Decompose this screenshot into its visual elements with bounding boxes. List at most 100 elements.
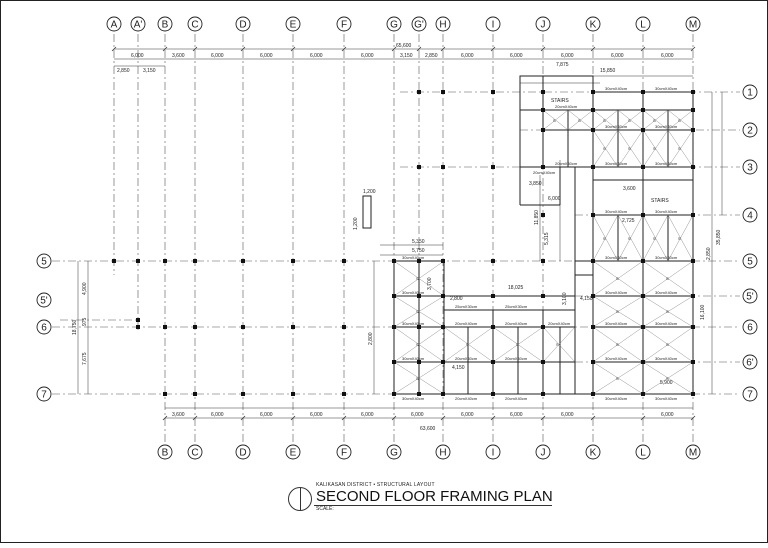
grid-bubble-label: F — [341, 20, 347, 31]
grid-bubble-label: E — [290, 448, 297, 459]
dim-bottom-span-5: 6,000 — [361, 412, 374, 418]
slab-label: S — [628, 118, 631, 123]
grid-bubble-label: 5 — [747, 257, 753, 268]
grid-bubble-label: F — [341, 448, 347, 459]
column-marker — [541, 325, 545, 329]
slab-label: S — [553, 118, 556, 123]
slab-label: S — [628, 146, 631, 151]
beam-label: 30cmX40cm — [655, 356, 678, 361]
column-marker — [417, 165, 421, 169]
grid-bubble-label: I — [492, 20, 495, 31]
grid-bubble-label: A' — [134, 20, 143, 31]
beam-label: 30cmX40cm — [655, 124, 678, 129]
dim-bottom-span-7: 6,000 — [461, 412, 474, 418]
column-marker — [691, 108, 695, 112]
grid-bubble-top-E: E — [285, 16, 301, 32]
dim-top-span-11: 6,000 — [561, 53, 574, 59]
stairs-label-1: STAIRS — [551, 98, 569, 104]
column-marker — [441, 325, 445, 329]
beam-label: 30cmX40cm — [402, 255, 425, 260]
dim-misc-3100: 3,100 — [562, 292, 568, 305]
dim-top-span-7: 3,150 — [400, 53, 413, 59]
grid-bubble-top-I: I — [485, 16, 501, 32]
dim-top-span-2: 3,600 — [172, 53, 185, 59]
grid-bubble-bottom-L: L — [635, 444, 651, 460]
beam-label: 20cmX40cm — [533, 170, 556, 175]
column-marker — [441, 90, 445, 94]
column-marker — [417, 392, 421, 396]
slab-label: S — [416, 309, 419, 314]
grid-bubble-bottom-E: E — [285, 444, 301, 460]
column-marker — [441, 294, 445, 298]
column-marker — [591, 392, 595, 396]
dim-misc-11850: 11,850 — [534, 210, 540, 225]
grid-bubble-label: B — [162, 20, 169, 31]
column-marker — [541, 213, 545, 217]
slab-label: S — [666, 342, 669, 347]
dim-misc-2800: 2,800 — [450, 296, 463, 302]
member-labels: STAIRS STAIRS 30cmX40cm 30cmX40cm 20cmX4… — [402, 86, 681, 401]
slab-label: S — [556, 342, 559, 347]
column-marker — [541, 360, 545, 364]
title-block: KALIKASAN DISTRICT • STRUCTURAL LAYOUT S… — [288, 480, 568, 520]
grid-bubble-label: L — [640, 20, 646, 31]
grid-bubble-label: 6' — [746, 358, 754, 369]
column-marker — [291, 259, 295, 263]
beam-label: 20cmX40cm — [505, 321, 528, 326]
beam-label: 30cmX40cm — [605, 209, 628, 214]
column-marker — [392, 325, 396, 329]
grid-bubble-top-K: K — [585, 16, 601, 32]
slab-label: S — [603, 118, 606, 123]
grid-bubble-right-6': 6' — [742, 354, 758, 370]
dim-misc-18025: 18,025 — [508, 285, 524, 291]
beam-label: 30cmX40cm — [605, 255, 628, 260]
dim-misc-3600: 3,600 — [623, 186, 636, 192]
column-marker — [241, 259, 245, 263]
dim-misc-2850: 2,850 — [706, 247, 712, 260]
beam-label: 30cmX40cm — [655, 396, 678, 401]
grid-bubble-label: D — [239, 448, 246, 459]
dim-top-span-5: 6,000 — [310, 53, 323, 59]
dim-bottom-span-8: 6,000 — [510, 412, 523, 418]
column-marker — [691, 213, 695, 217]
grid-bubble-bottom-K: K — [585, 444, 601, 460]
column-marker — [491, 90, 495, 94]
beam-label: 20cmX40cm — [455, 396, 478, 401]
grid-bubble-top-G': G' — [411, 16, 427, 32]
grid-bubble-label: 4 — [747, 211, 753, 222]
slab-label: S — [616, 309, 619, 314]
column-marker — [441, 165, 445, 169]
grid-bubble-label: 5' — [746, 292, 754, 303]
grid-bubble-label: 5' — [40, 296, 48, 307]
grid-bubble-right-5': 5' — [742, 288, 758, 304]
grid-bubble-label: M — [689, 20, 697, 31]
grid-bubble-label: C — [191, 448, 198, 459]
slab-label: S — [578, 118, 581, 123]
column-marker — [392, 360, 396, 364]
beam-label: 20cmX40cm — [505, 356, 528, 361]
beam-label: 30cmX40cm — [655, 161, 678, 166]
district-label: KALIKASAN DISTRICT • STRUCTURAL LAYOUT — [316, 482, 435, 488]
column-marker — [541, 90, 545, 94]
column-marker — [591, 213, 595, 217]
column-marker — [591, 90, 595, 94]
dim-top-span-13: 6,000 — [661, 53, 674, 59]
grid-bubble-left-5: 5 — [36, 253, 52, 269]
column-marker — [441, 259, 445, 263]
beam-label: 30cmX40cm — [402, 321, 425, 326]
column-marker — [691, 165, 695, 169]
column-marker — [342, 392, 346, 396]
grid-bubble-right-3: 3 — [742, 159, 758, 175]
grid-bubble-top-C: C — [187, 16, 203, 32]
column-marker — [641, 360, 645, 364]
grid-bubble-bottom-F: F — [336, 444, 352, 460]
grid-bubble-label: K — [590, 448, 597, 459]
slab-label: S — [666, 276, 669, 281]
grid-lines — [52, 34, 740, 443]
column-marker — [392, 294, 396, 298]
dim-bottom-span-6: 6,000 — [411, 412, 424, 418]
beam-label: 30cmX40cm — [655, 290, 678, 295]
dim-misc-1200: 1,200 — [363, 189, 376, 195]
column-marker — [641, 392, 645, 396]
grid-bubble-label: K — [590, 20, 597, 31]
